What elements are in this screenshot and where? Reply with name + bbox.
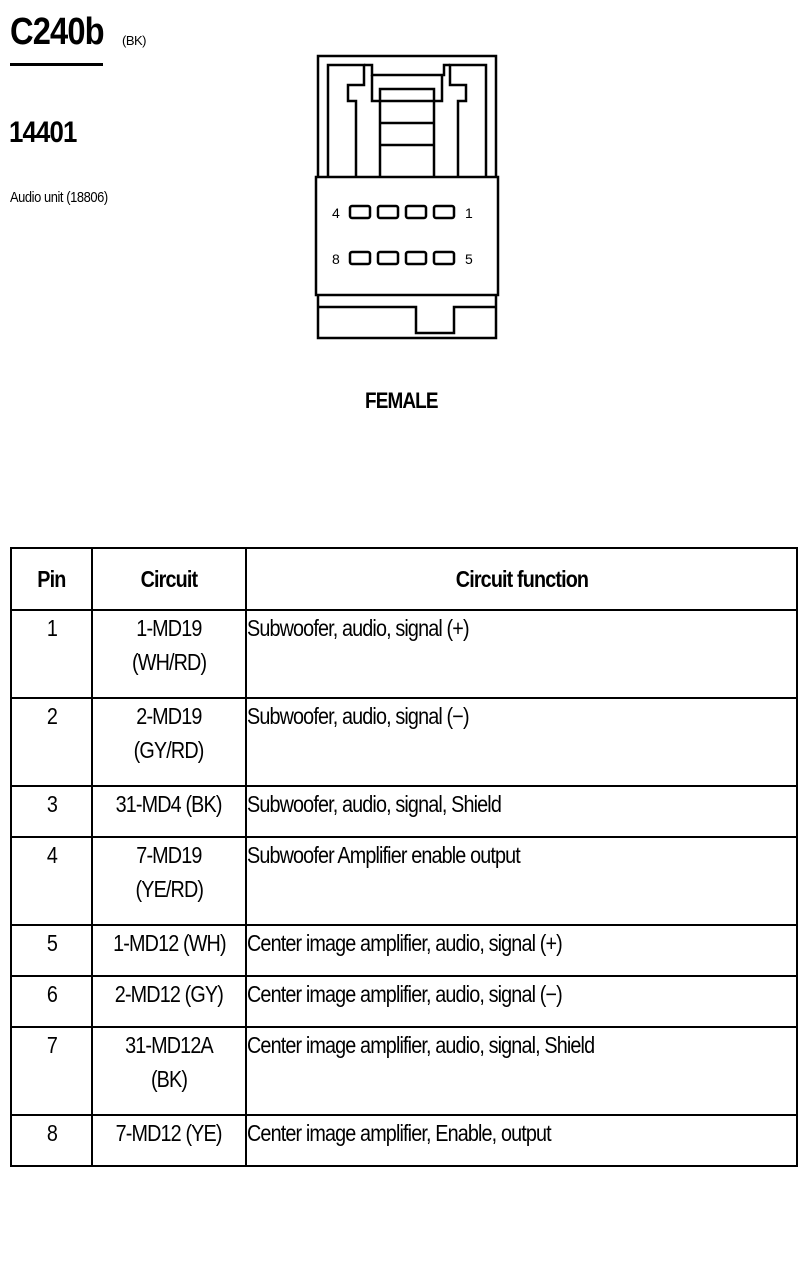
circuit-cell: 1-MD12 (WH) — [91, 924, 247, 977]
header-circuit-function: Circuit function — [245, 547, 798, 611]
circuit-cell: 31-MD4 (BK) — [91, 785, 247, 838]
component-name: Audio unit (18806) — [10, 189, 108, 206]
table-header-row: Pin Circuit Circuit function — [10, 547, 798, 611]
table-row: 7 31-MD12A(BK) Center image amplifier, a… — [10, 1026, 798, 1116]
table-row: 6 2-MD12 (GY) Center image amplifier, au… — [10, 975, 798, 1028]
function-cell: Subwoofer, audio, signal (+) — [245, 609, 798, 699]
function-cell: Subwoofer, audio, signal (−) — [245, 697, 798, 787]
function-cell: Center image amplifier, audio, signal (+… — [245, 924, 798, 977]
pin-table: Pin Circuit Circuit function 1 1-MD19(WH… — [10, 547, 798, 1167]
table-row: 2 2-MD19(GY/RD) Subwoofer, audio, signal… — [10, 697, 798, 787]
part-number: 14401 — [9, 116, 77, 149]
function-cell: Center image amplifier, audio, signal (−… — [245, 975, 798, 1028]
function-cell: Subwoofer Amplifier enable output — [245, 836, 798, 926]
pin-cell: 7 — [10, 1026, 93, 1116]
connector-face-diagram: 4 1 8 5 — [314, 54, 500, 340]
pin-cell: 2 — [10, 697, 93, 787]
circuit-cell: 7-MD12 (YE) — [91, 1114, 247, 1167]
circuit-cell: 7-MD19(YE/RD) — [91, 836, 247, 926]
pin-cell: 6 — [10, 975, 93, 1028]
function-cell: Subwoofer, audio, signal, Shield — [245, 785, 798, 838]
pin-cell: 4 — [10, 836, 93, 926]
table-row: 1 1-MD19(WH/RD) Subwoofer, audio, signal… — [10, 609, 798, 699]
header-circuit: Circuit — [91, 547, 247, 611]
pin-cell: 8 — [10, 1114, 93, 1167]
connector-id-underline — [10, 63, 103, 66]
table-row: 5 1-MD12 (WH) Center image amplifier, au… — [10, 924, 798, 977]
pin-label-1: 1 — [465, 205, 473, 221]
table-row: 3 31-MD4 (BK) Subwoofer, audio, signal, … — [10, 785, 798, 838]
pin-cavities — [348, 204, 456, 266]
connector-color: (BK) — [122, 33, 147, 48]
connector-gender: FEMALE — [365, 388, 438, 413]
pin-label-4: 4 — [332, 205, 340, 221]
pin-cell: 1 — [10, 609, 93, 699]
table-row: 8 7-MD12 (YE) Center image amplifier, En… — [10, 1114, 798, 1167]
pin-cell: 5 — [10, 924, 93, 977]
table-row: 4 7-MD19(YE/RD) Subwoofer Amplifier enab… — [10, 836, 798, 926]
function-cell: Center image amplifier, Enable, output — [245, 1114, 798, 1167]
connector-id: C240b — [10, 11, 105, 53]
circuit-cell: 31-MD12A(BK) — [91, 1026, 247, 1116]
pin-label-5: 5 — [465, 251, 473, 267]
circuit-cell: 2-MD19(GY/RD) — [91, 697, 247, 787]
circuit-cell: 2-MD12 (GY) — [91, 975, 247, 1028]
header-pin: Pin — [10, 547, 93, 611]
pin-label-8: 8 — [332, 251, 340, 267]
circuit-cell: 1-MD19(WH/RD) — [91, 609, 247, 699]
pin-cell: 3 — [10, 785, 93, 838]
function-cell: Center image amplifier, audio, signal, S… — [245, 1026, 798, 1116]
